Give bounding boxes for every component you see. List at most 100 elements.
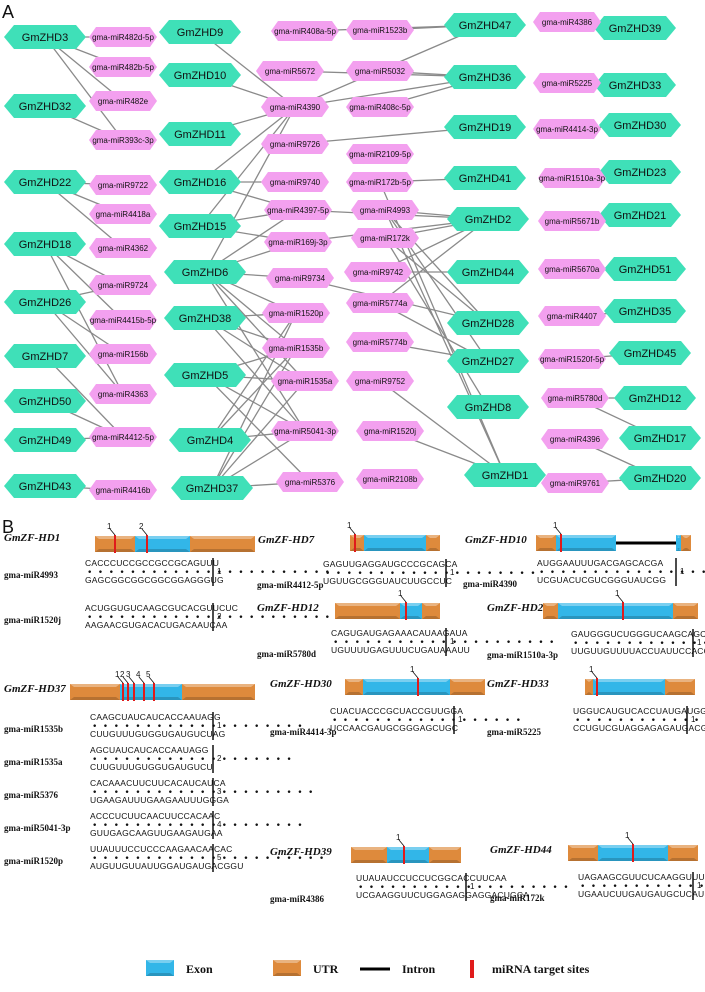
exon-segment [120,684,182,700]
mirna-node-gma-mir5774a: gma-miR5774a [346,293,414,313]
gene-node-shape [444,166,526,190]
target-site-number: 1 [107,522,112,531]
mirna-node-gma-mir393c-3p: gma-miR393c-3p [89,130,157,150]
gene-structure-title: GmZF-HD23 [487,602,549,614]
utr-bevel-bottom [450,692,485,695]
gene-node-gmzhd44: GmZHD44 [447,260,529,284]
gene-node-label: GmZHD8 [465,402,511,414]
exon-bevel-bottom [364,548,426,551]
pairing-dots: • • • • • • • • • • • • • • • • • • • • [325,569,536,579]
gene-node-label: GmZHD16 [174,177,227,189]
utr-segment [450,679,485,695]
target-site-number: 1 [396,833,401,842]
exon-bevel-bottom [593,692,665,695]
mirna-node-shape [89,238,157,258]
target-site-pointer [400,595,407,603]
gene-node-label: GmZHD21 [614,210,667,222]
gene-node-shape [4,389,86,413]
target-site-pointer [349,527,356,535]
gene-node-shape [604,257,686,281]
utr-bevel-top [190,536,255,539]
utr-bevel-bottom [422,616,440,619]
alignment-site-number: 1 [470,882,475,891]
gene-node-shape [4,344,86,368]
mirna-node-gma-mir172k: gma-miR172k [351,228,419,248]
target-site-number: 5 [146,670,151,679]
mirna-node-shape [346,20,414,40]
mirna-node-label: gma-miR1535a [278,377,333,386]
mirna-node-gma-mir408c-5p: gma-miR408c-5p [346,97,414,117]
utr-bevel-bottom [70,697,120,700]
pairing-dots: • • • • • • • • • • • • • • • • • • • • … [333,638,554,648]
gene-node-gmzhd49: GmZHD49 [4,428,86,452]
alignment-site-number: 2 [217,754,222,763]
mirna-node-shape [346,172,414,192]
gene-node-shape [444,13,526,37]
utr-segment [665,679,695,695]
edge-gmzhd7-gma-mir4412-5p [44,355,124,438]
gene-node-shape [169,428,251,452]
utr-bevel-bottom [350,548,364,551]
gene-node-shape [159,63,241,87]
target-site-pointer [627,837,634,845]
alignment-site-number: 1 [697,638,702,647]
gene-node-shape [159,122,241,146]
gene-node-gmzhd19: GmZHD19 [444,115,526,139]
gene-node-gmzhd10: GmZHD10 [159,63,241,87]
mirna-node-label: gma-miR5774b [353,338,408,347]
gene-node-shape [599,203,681,227]
gene-node-shape [619,426,701,450]
mirna-node-shape [346,371,414,391]
mirna-node-gma-mir1535a: gma-miR1535a [271,371,339,391]
pairing-dots: • • • • • • • • • • • • • • • • • • • • [92,722,303,732]
gene-node-shape [159,20,241,44]
gene-node-label: GmZHD5 [182,370,228,382]
gene-node-gmzhd11: GmZHD11 [159,122,241,146]
utr-segment [429,847,461,863]
mirna-node-label: gma-miR5376 [285,478,336,487]
mirna-node-shape [89,344,157,364]
exon-segment [676,535,681,551]
alignment-gma-mir1520j: ACUGGUGUCAAGCGUCACGUUCUC• • • • • • • • … [4,603,330,631]
alignment-mirna-name: gma-miR4390 [463,579,517,589]
exon-bevel-bottom [120,697,182,700]
mirna-node-gma-mir5671b: gma-miR5671b [538,211,606,231]
gene-structure-title: GmZF-HD12 [257,602,319,614]
alignment-mirna-name: gma-miR5225 [487,727,541,737]
alignment-mirna-name: gma-miR5376 [4,790,58,800]
mirna-node-shape [89,275,157,295]
utr-bevel-top [665,679,695,682]
mirna-node-gma-mir1520f-5p: gma-miR1520f-5p [538,349,606,369]
mirna-node-shape [261,134,329,154]
gene-node-shape [164,363,246,387]
gene-node-gmzhd23: GmZHD23 [599,160,681,184]
gene-structure-title: GmZF-HD37 [4,683,66,695]
mirna-node-gma-mir5376: gma-miR5376 [276,472,344,492]
utr-bevel-bottom [426,548,440,551]
mirna-node-shape [346,293,414,313]
mirna-node-shape [351,228,419,248]
exon-bevel-bottom [363,692,450,695]
mirna-node-shape [276,472,344,492]
mirna-node-label: gma-miR4418a [96,210,151,219]
target-site-number: 2 [120,670,125,679]
target-site-pointer [555,527,562,535]
exon-bevel-bottom [556,548,616,551]
mirna-node-label: gma-miR4397-5p [267,206,329,215]
legend-label: Exon [186,962,213,976]
mirna-node-label: gma-miR4414-3p [536,125,598,134]
panel-label-a: A [2,2,14,22]
utr-segment [536,535,556,551]
pairing-dots: • • • • • • • • • • • • • • • • • [580,882,705,892]
utr-bevel-top [585,679,593,682]
mirna-node-gma-mir1510a-3p: gma-miR1510a-3p [538,168,606,188]
utr-bevel-top [345,679,363,682]
alignment-gma-mir1535b: CAAGCUAUCAUCACCAAUAGG• • • • • • • • • •… [4,712,303,740]
mirna-sequence: UCCAACGAUGCGGGAGCUGC [330,723,458,733]
mirna-node-shape [89,91,157,111]
target-site-mark [143,683,145,701]
mirna-node-shape [346,144,414,164]
gene-node-label: GmZHD32 [19,101,72,113]
utr-bevel-bottom [190,549,255,552]
